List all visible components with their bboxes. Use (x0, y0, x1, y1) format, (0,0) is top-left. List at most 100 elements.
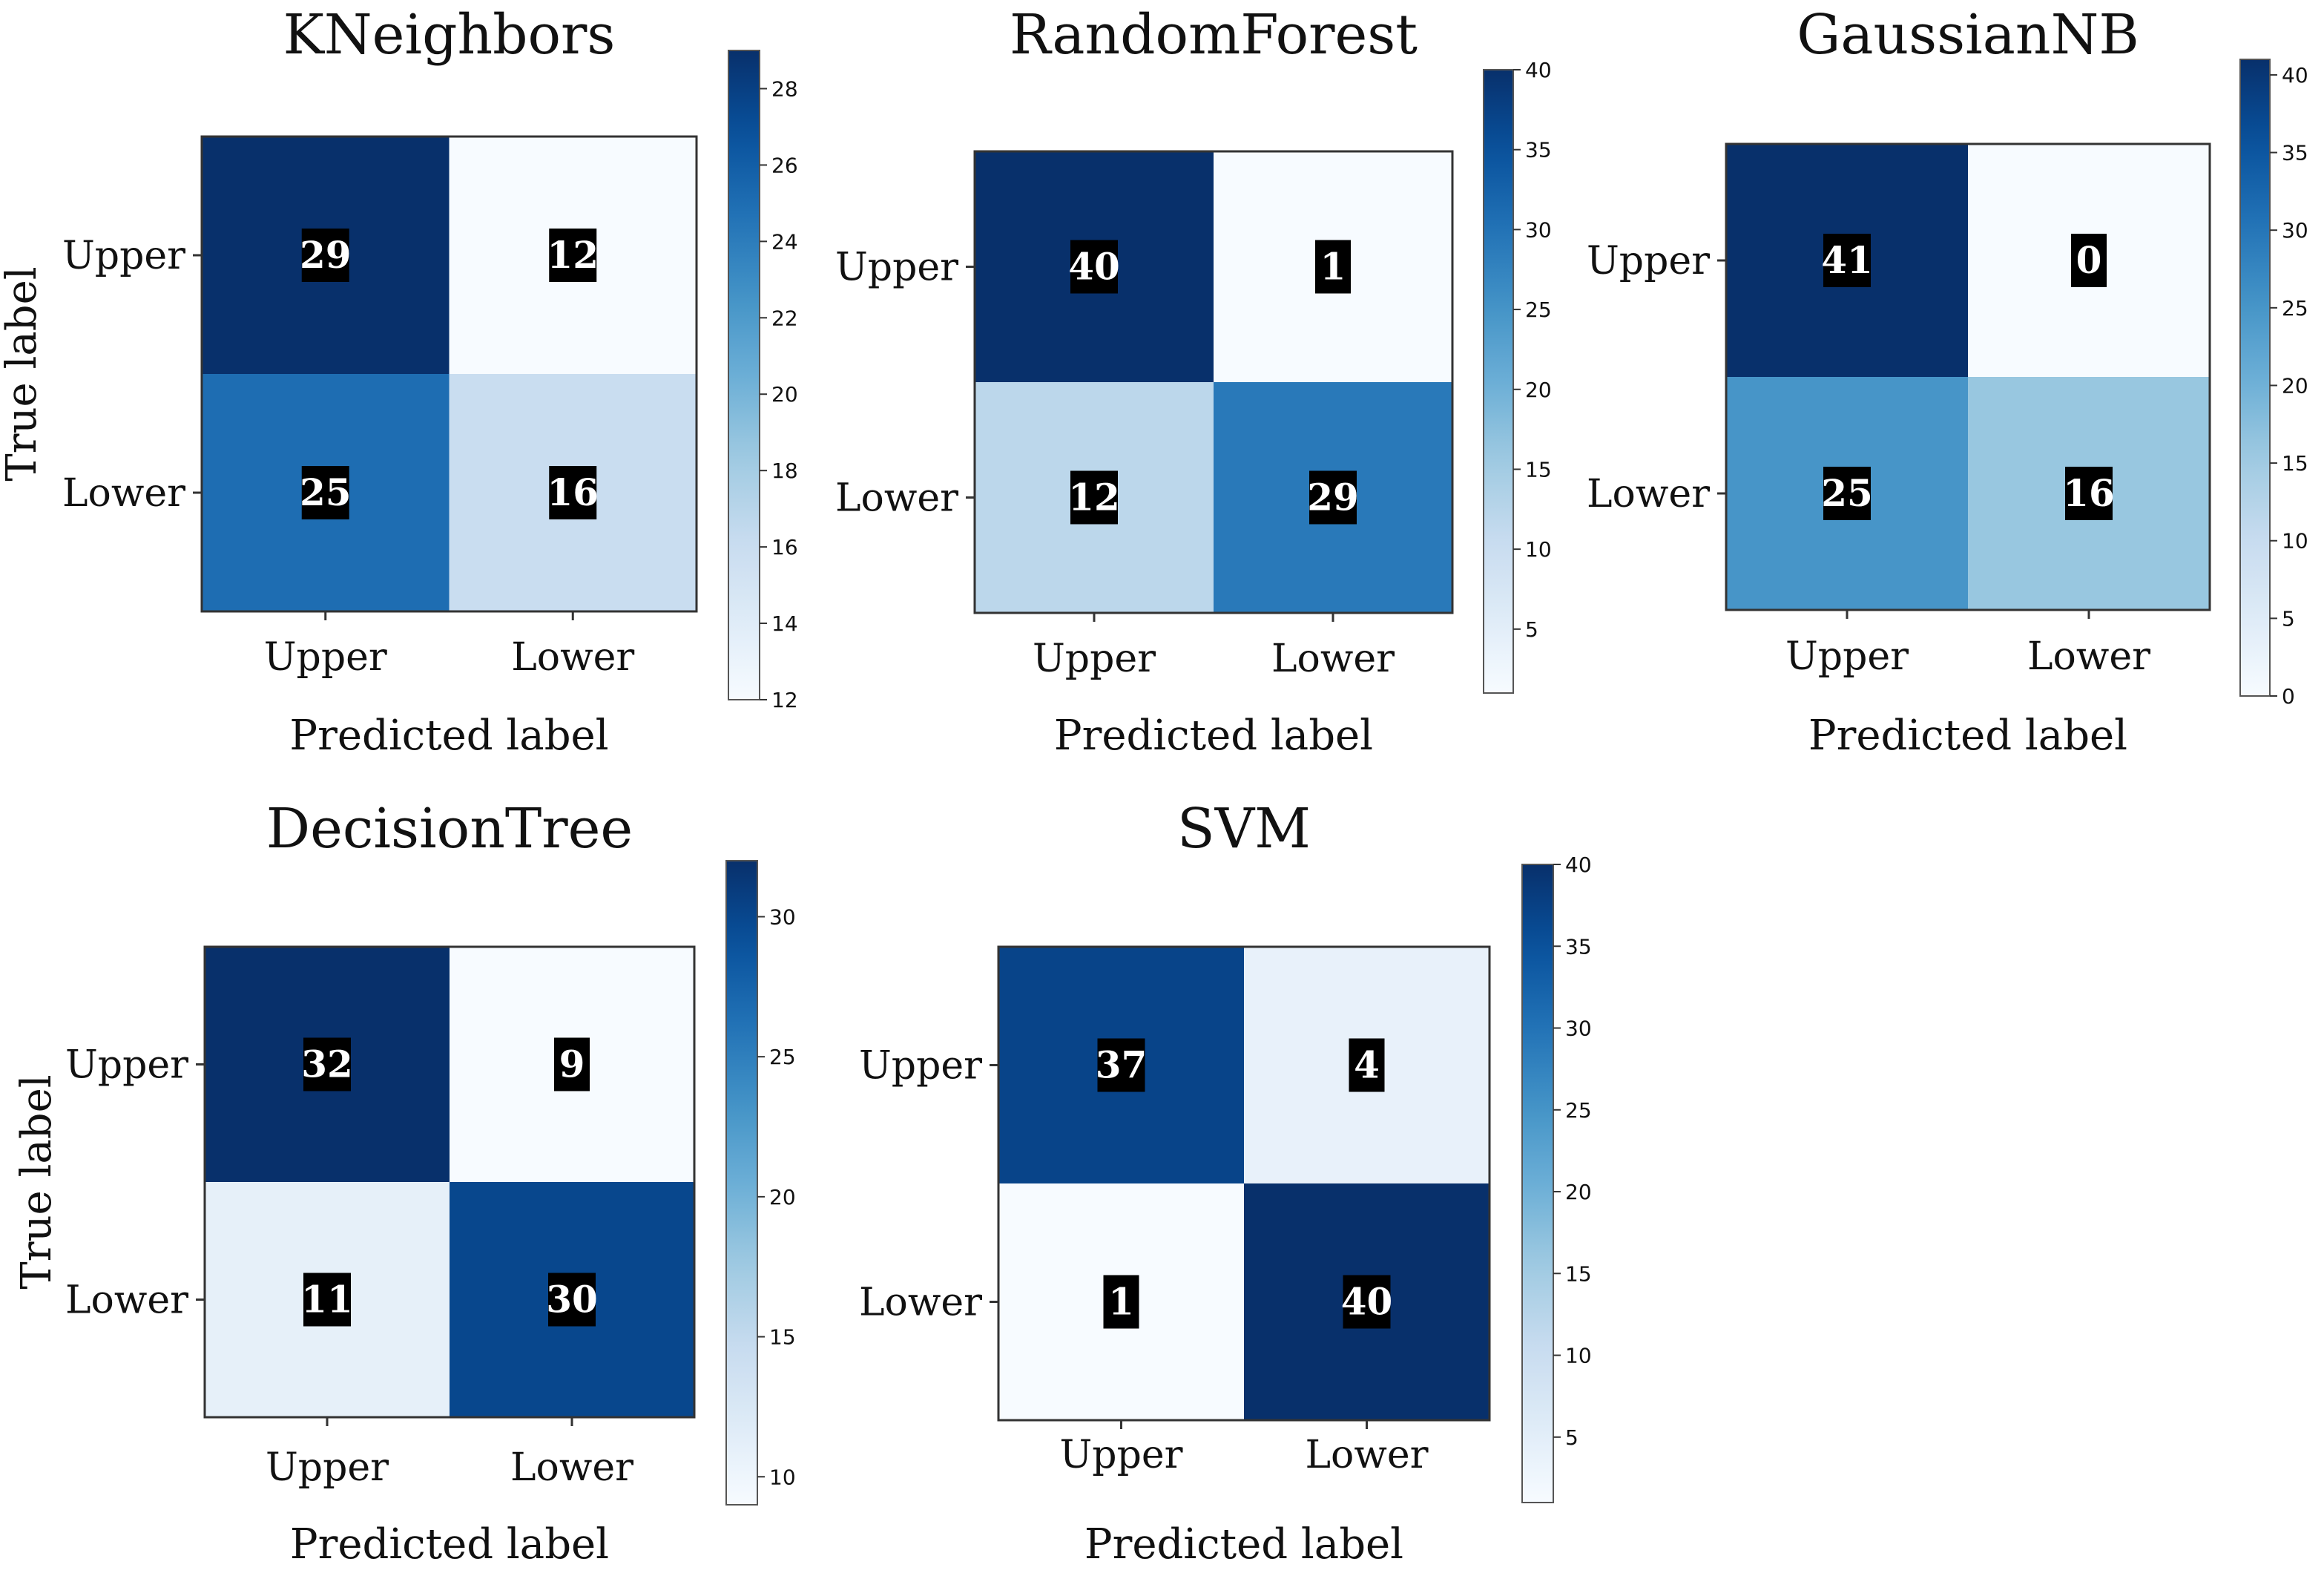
y-tick-label: Upper (1587, 239, 1710, 283)
panel-title: KNeighbors (283, 3, 616, 67)
cell-value-box (1070, 240, 1118, 294)
cell-value-box (548, 1273, 596, 1327)
x-axis-label: Predicted label (1808, 712, 2127, 760)
colorbar-tick-label: 20 (771, 382, 798, 407)
cell-value-box (554, 1037, 590, 1091)
cell-value: 16 (547, 470, 599, 514)
x-tick-label: Lower (2027, 634, 2150, 679)
matrix-frame (997, 945, 1491, 1422)
cell-value-box (1349, 1038, 1385, 1092)
x-tick-label: Upper (266, 1445, 389, 1490)
colorbar-tick-label: 20 (1525, 378, 1552, 402)
colorbar-tick-label: 0 (2282, 684, 2295, 709)
colorbar-tick-label: 15 (2282, 451, 2308, 476)
y-tick-label: Upper (65, 1043, 188, 1088)
x-axis-label: Predicted label (290, 1520, 609, 1569)
colorbar-tick-label: 30 (769, 904, 796, 929)
colorbar-tick-label: 30 (1565, 1017, 1592, 1041)
y-axis-label: True label (13, 1074, 61, 1289)
colorbar (1521, 864, 1554, 1503)
colorbar-tick-label: 25 (1565, 1098, 1592, 1123)
x-tick-label: Lower (1306, 1433, 1429, 1477)
cell-value: 0 (2076, 238, 2102, 282)
y-tick-label: Upper (835, 246, 958, 290)
colorbar (728, 50, 760, 700)
colorbar-tick-label: 25 (2282, 296, 2308, 321)
cell-value: 25 (300, 470, 352, 514)
colorbar-tick-label: 28 (771, 76, 798, 101)
colorbar-tick-label: 20 (2282, 373, 2308, 398)
colorbar-tick-label: 15 (1525, 457, 1552, 482)
x-axis-label: Predicted label (1084, 1520, 1403, 1569)
y-tick-label: Lower (1587, 472, 1710, 516)
x-tick-label: Upper (1059, 1433, 1182, 1477)
cell-value-box (1823, 234, 1871, 287)
cell-value-box (1309, 470, 1357, 525)
colorbar-tick-label: 40 (1565, 853, 1592, 877)
colorbar (1483, 69, 1514, 694)
matrix-frame (973, 150, 1454, 614)
x-axis-label: Predicted label (1054, 712, 1373, 760)
y-tick-label: Lower (65, 1278, 188, 1323)
colorbar-tick-label: 24 (771, 229, 798, 254)
y-tick-label: Lower (62, 471, 185, 516)
x-tick-label: Upper (264, 635, 387, 680)
y-axis-label: True label (0, 266, 46, 481)
x-tick-label: Upper (1033, 637, 1156, 681)
cell-value: 40 (1341, 1280, 1393, 1324)
colorbar-tick-label: 25 (1525, 298, 1552, 322)
matrix-frame (200, 135, 698, 613)
cell-value-box (549, 229, 597, 282)
cell-value-box (1070, 470, 1118, 525)
cell-value-box (301, 229, 349, 282)
colorbar-tick-label: 10 (769, 1465, 796, 1489)
panel-title: RandomForest (1010, 3, 1418, 67)
cell-value-box (1343, 1275, 1391, 1329)
cell-value-box (1315, 240, 1351, 294)
colorbar-tick-label: 12 (771, 688, 798, 712)
colorbar-tick-label: 5 (1565, 1425, 1579, 1450)
cell-value: 41 (1821, 238, 1873, 282)
colorbar-tick-label: 30 (1525, 217, 1552, 242)
panel-title: SVM (1177, 797, 1311, 861)
colorbar-tick-label: 10 (1525, 537, 1552, 562)
colorbar-tick-label: 35 (2282, 141, 2308, 165)
colorbar-tick-label: 5 (2282, 606, 2295, 631)
cell-value-box (303, 1273, 351, 1327)
cell-value-box (1103, 1275, 1139, 1329)
cell-value: 11 (301, 1278, 353, 1321)
cell-value-box (301, 466, 349, 519)
y-tick-label: Upper (859, 1044, 982, 1089)
cell-value-box (2071, 234, 2107, 287)
y-tick-label: Upper (62, 234, 185, 278)
y-tick-label: Lower (859, 1281, 982, 1325)
cell-value: 4 (1354, 1043, 1380, 1087)
colorbar-tick-label: 15 (1565, 1261, 1592, 1286)
cell-value: 16 (2063, 471, 2115, 515)
colorbar-tick-label: 14 (771, 611, 798, 636)
cell-value: 12 (1068, 476, 1120, 519)
colorbar-tick-label: 15 (769, 1325, 796, 1350)
y-tick-label: Lower (835, 476, 958, 521)
x-tick-label: Lower (511, 635, 634, 680)
colorbar-tick-label: 35 (1565, 934, 1592, 959)
panel-title: DecisionTree (266, 797, 633, 861)
colorbar-tick-label: 10 (1565, 1344, 1592, 1368)
colorbar-tick-label: 30 (2282, 218, 2308, 243)
panel-title: GaussianNB (1797, 3, 2139, 67)
cell-value: 29 (300, 233, 352, 277)
colorbar (725, 860, 758, 1506)
colorbar-tick-label: 22 (771, 306, 798, 330)
cell-value-box (303, 1037, 351, 1091)
x-tick-label: Lower (1271, 637, 1395, 681)
colorbar-tick-label: 18 (771, 459, 798, 483)
cell-value-box (549, 466, 597, 519)
cell-value: 40 (1068, 245, 1120, 289)
colorbar-tick-label: 25 (769, 1045, 796, 1069)
cell-value: 25 (1821, 471, 1873, 515)
